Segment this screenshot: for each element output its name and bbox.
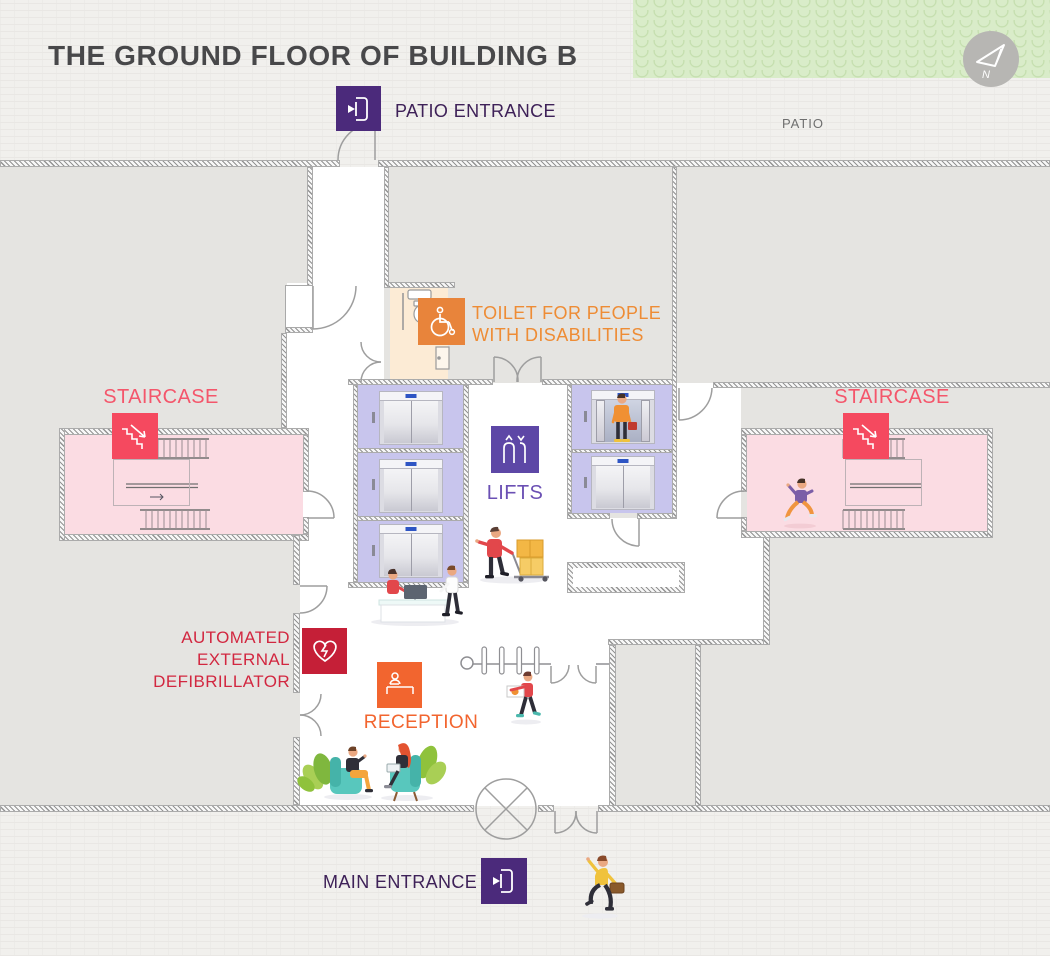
wall (303, 435, 309, 492)
wall (637, 513, 677, 519)
wall (542, 379, 677, 385)
small-room (285, 285, 313, 328)
person-carrying-box (506, 671, 541, 725)
main-entrance-label: MAIN ENTRANCE (323, 872, 478, 892)
wheelchair-icon (418, 298, 465, 345)
reception-desk-icon (377, 662, 422, 708)
wall (695, 645, 701, 806)
lifts-label: LIFTS (486, 482, 544, 504)
staircase-icon-left (112, 413, 158, 459)
wall (741, 531, 993, 538)
aed-label-line3: DEFIBRILLATOR (153, 672, 290, 691)
lift-closed (379, 524, 443, 578)
page-title: THE GROUND FLOOR OF BUILDING B (48, 40, 578, 71)
main-entrance-icon (481, 858, 527, 904)
corridor-east (677, 383, 741, 523)
wall (59, 534, 309, 541)
wall (608, 639, 766, 645)
lift-closed (591, 456, 655, 510)
wall (293, 737, 300, 805)
lift-closed (379, 459, 443, 513)
stairs-left (113, 438, 210, 530)
compass-icon: N (963, 31, 1019, 87)
corridor-north (313, 167, 384, 283)
wall (59, 428, 309, 435)
wall (987, 428, 993, 538)
wall (293, 535, 300, 585)
turnstiles (460, 646, 609, 675)
wall (385, 282, 455, 288)
wall (303, 517, 309, 534)
staircase-left-label: STAIRCASE (103, 386, 219, 408)
heart-defibrillator-icon (302, 628, 347, 674)
lift-closed (379, 391, 443, 445)
wall (378, 160, 1050, 167)
lift-icon (491, 426, 539, 473)
reception-label: RECEPTION (363, 712, 479, 733)
man-in-lift (611, 393, 637, 442)
patio-entrance-label: PATIO ENTRANCE (395, 101, 556, 121)
wall (741, 517, 747, 531)
staircase-right-label: STAIRCASE (834, 386, 950, 408)
people-in-lounge (297, 743, 447, 802)
wall (538, 805, 554, 812)
wall (598, 805, 1050, 812)
staircase-icon-right (843, 413, 889, 459)
wall (572, 449, 672, 453)
wall (741, 435, 747, 492)
toilet-label-line1: TOILET FOR PEOPLE (472, 303, 662, 323)
wall (713, 382, 1050, 388)
man-running-with-briefcase (582, 855, 625, 919)
wall (348, 379, 493, 385)
wall (307, 167, 313, 289)
wall (353, 516, 463, 521)
wall (293, 613, 300, 693)
person-running-staircase (783, 478, 817, 529)
wall (609, 645, 616, 806)
corridor-west-lower (300, 535, 353, 587)
patio-label: PATIO (781, 116, 825, 131)
shaft-room (567, 562, 685, 593)
wall (672, 167, 677, 518)
aed-label-line2: EXTERNAL (197, 650, 290, 669)
wall (353, 448, 463, 453)
wall (281, 333, 287, 428)
person-pallet-truck (475, 526, 549, 584)
wall (59, 428, 65, 541)
wall (0, 805, 474, 812)
compass-north: N (982, 69, 990, 81)
receptionist-and-visitor (371, 565, 463, 626)
patio-entrance-icon (336, 86, 381, 131)
wall (0, 160, 340, 167)
wall (463, 385, 469, 582)
wall (285, 327, 313, 333)
aed-label-line1: AUTOMATED (181, 628, 290, 647)
wall (763, 537, 770, 645)
wall (567, 385, 572, 513)
wall (384, 167, 389, 288)
wall (567, 513, 610, 519)
wall (353, 385, 358, 582)
toilet-label-line2: WITH DISABILITIES (472, 325, 644, 345)
